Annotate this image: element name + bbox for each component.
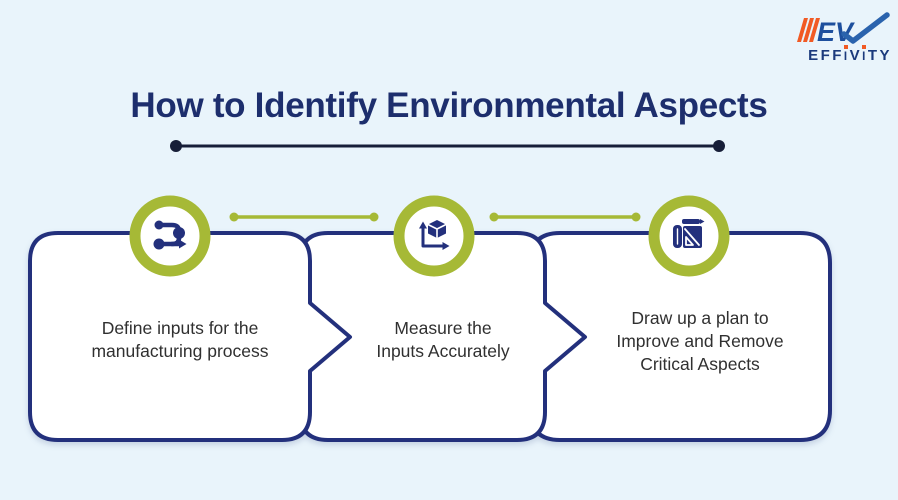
title-underline	[170, 140, 725, 152]
measure-cube-icon	[419, 220, 450, 250]
step-circle-1	[129, 195, 211, 277]
step-3-line-3: Critical Aspects	[640, 354, 760, 374]
effivity-wordmark: EFFIVITY	[808, 47, 892, 64]
effivity-logo-mark: EV	[797, 12, 890, 46]
connector-line-2	[489, 212, 641, 222]
step-3-label: Draw up a plan to Improve and Remove Cri…	[586, 307, 814, 376]
step-2-line-1: Measure the	[394, 318, 492, 338]
wordmark-part: V	[849, 47, 863, 64]
step-1-line-2: manufacturing process	[91, 341, 269, 361]
step-1-label: Define inputs for the manufacturing proc…	[40, 317, 320, 363]
logo-ev-letters: EV	[817, 17, 855, 46]
flow-nodes-icon	[153, 220, 187, 250]
effivity-logo: EV EFFIVITY	[776, 12, 892, 65]
logo-checkmark-icon	[841, 12, 890, 44]
step-card-1	[28, 231, 352, 442]
wordmark-part: EFF	[808, 47, 844, 64]
wordmark-i: I	[862, 51, 868, 63]
connector-line-1	[229, 212, 379, 222]
step-2-line-2: Inputs Accurately	[376, 341, 510, 361]
step-3-line-1: Draw up a plan to	[631, 308, 769, 328]
wordmark-part: TY	[867, 47, 892, 64]
step-1-line-1: Define inputs for the	[101, 318, 259, 338]
step-2-label: Measure the Inputs Accurately	[338, 317, 548, 363]
plan-drafting-icon	[673, 219, 705, 248]
step-3-line-2: Improve and Remove	[616, 331, 784, 351]
page-title: How to Identify Environmental Aspects	[130, 86, 768, 125]
wordmark-i: I	[843, 51, 850, 63]
